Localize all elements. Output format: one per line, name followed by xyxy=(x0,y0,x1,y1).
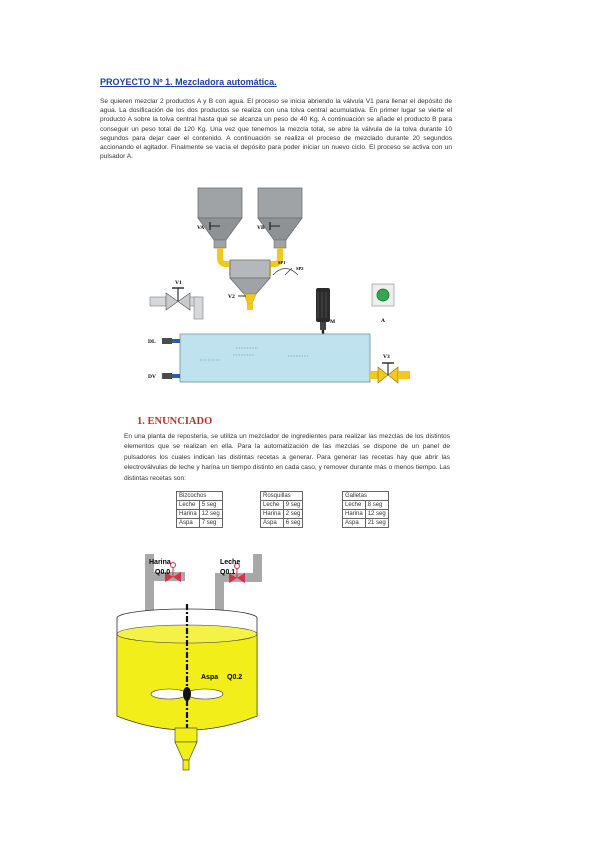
time: 12 seg xyxy=(198,509,223,519)
label-v1: V1 xyxy=(175,280,182,286)
hopper-b xyxy=(257,187,303,276)
label-a: A xyxy=(381,318,385,324)
recipe-name: Galletas xyxy=(342,491,389,501)
ingredient: Aspa xyxy=(260,518,284,528)
time: 5 seg xyxy=(198,500,223,510)
valve-va-icon xyxy=(209,222,220,230)
label-v2: V2 xyxy=(228,294,235,300)
start-button-a[interactable] xyxy=(371,283,395,307)
ingredient: Harina xyxy=(260,509,284,519)
time: 7 seg xyxy=(198,518,223,528)
label-leche: Leche xyxy=(220,559,240,566)
level-sensor-dv-icon xyxy=(162,373,180,379)
label-v3: V3 xyxy=(383,354,390,360)
mixer-diagram: VA VB V2 SP1 SP2 V1 M xyxy=(148,187,410,384)
enunciado-paragraph: En una planta de repostería, se utiliza … xyxy=(124,433,450,482)
recipe-name: Bizcochos xyxy=(176,491,223,501)
label-vb: VB xyxy=(257,225,265,231)
ingredient: Leche xyxy=(342,500,366,510)
ingredient: Aspa xyxy=(176,518,200,528)
label-dl: DL xyxy=(148,339,156,345)
central-hopper xyxy=(229,259,271,310)
ingredient: Aspa xyxy=(342,518,366,528)
label-q01: Q0.1 xyxy=(220,569,235,576)
scale-gauge-icon xyxy=(272,267,299,276)
recipe-name: Rosquillas xyxy=(259,491,304,501)
valve-q00-icon xyxy=(165,562,181,582)
time: 2 seg xyxy=(282,509,304,519)
valve-q01-icon xyxy=(229,563,245,583)
label-m: M xyxy=(330,319,336,325)
label-harina: Harina xyxy=(149,559,171,566)
valve-vb-icon xyxy=(269,222,280,230)
mixer-blade-icon xyxy=(150,604,224,728)
time: 8 seg xyxy=(364,500,389,510)
time: 6 seg xyxy=(282,518,304,528)
time: 12 seg xyxy=(364,509,389,519)
label-sp2: SP2 xyxy=(296,266,304,271)
water-tank xyxy=(179,333,371,383)
label-dv: DV xyxy=(148,374,156,380)
label-q02: Q0.2 xyxy=(227,674,242,681)
valve-v1-icon xyxy=(149,287,204,320)
label-va: VA xyxy=(197,225,204,231)
enunciado-heading: 1. ENUNCIADO xyxy=(137,416,213,427)
label-aspa: Aspa xyxy=(201,674,218,681)
time: 9 seg xyxy=(282,500,304,510)
valve-v3-icon xyxy=(370,362,410,384)
level-sensor-dl-icon xyxy=(162,338,180,344)
hopper-a xyxy=(197,187,243,276)
project-title: PROYECTO Nº 1. Mezcladora automática. xyxy=(100,77,277,87)
label-sp1: SP1 xyxy=(278,260,286,265)
ingredient: Harina xyxy=(176,509,200,519)
ingredient: Leche xyxy=(260,500,284,510)
ingredient: Harina xyxy=(342,509,366,519)
project-paragraph: Se quieren mezclar 2 productos A y B con… xyxy=(100,98,452,161)
bakery-mixer-diagram: Harina Q0.0 Leche Q0.1 Aspa Q0.2 xyxy=(116,554,262,771)
ingredient: Leche xyxy=(176,500,200,510)
time: 21 seg xyxy=(364,518,389,528)
label-q00: Q0.0 xyxy=(155,569,170,576)
